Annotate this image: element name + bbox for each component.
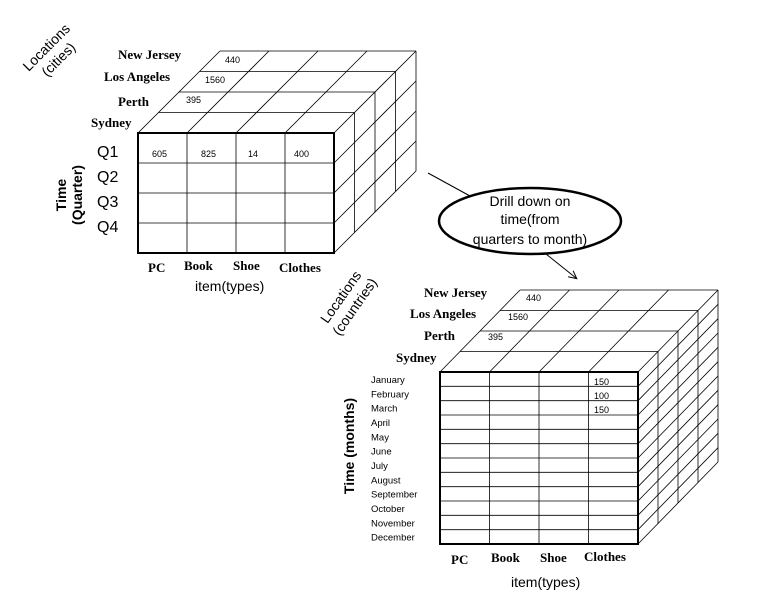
side-depth-line — [637, 433, 719, 516]
cube1-item-axis-label: item(types) — [195, 278, 264, 294]
cube-months-side-face — [637, 290, 719, 545]
drill-down-text: Drill down on — [490, 193, 571, 209]
month-label: May — [371, 432, 389, 443]
top-depth-line — [588, 289, 669, 373]
month-label: January — [371, 375, 405, 386]
cube1-item-label: Clothes — [279, 260, 321, 275]
side-depth-line — [637, 404, 719, 487]
top-depth-line — [439, 289, 521, 373]
side-depth-line — [637, 418, 719, 502]
cube1-location-value: 1560 — [205, 75, 225, 85]
cube1-location-axis-label: Locations (cities) — [19, 20, 78, 79]
side-depth-line — [637, 375, 719, 459]
side-depth-line — [333, 110, 417, 194]
drill-down-ellipse — [437, 186, 623, 256]
month-label: July — [371, 461, 388, 472]
month-label: December — [371, 533, 415, 544]
cube2-item-label: Clothes — [584, 549, 626, 564]
cube1-item-label: Shoe — [233, 258, 260, 273]
cube2-location-value: 1560 — [508, 312, 528, 322]
side-depth-line — [333, 170, 417, 254]
month-label: October — [371, 504, 405, 515]
cube1-location-label: Los Angeles — [104, 69, 170, 84]
cube2-item-label: Book — [491, 550, 521, 565]
front-face-border — [137, 132, 335, 254]
side-depth-line — [333, 140, 417, 224]
connector-line — [427, 172, 471, 197]
cube2-time-axis-label: Time (months) — [341, 398, 357, 494]
cube2-clothes-value: 100 — [594, 391, 609, 401]
cube1-location-label: Perth — [118, 94, 150, 109]
countries-axis-label: Locations (countries) — [317, 268, 380, 339]
cube2-clothes-value: 150 — [594, 405, 609, 415]
cube-quarters-front-face — [137, 132, 335, 254]
top-depth-line — [137, 50, 221, 134]
month-label: June — [371, 447, 392, 458]
drill-down-arrow — [545, 253, 576, 278]
side-depth-line — [637, 332, 719, 416]
front-face-border — [439, 371, 639, 545]
svg-text:Time: Time — [53, 179, 69, 212]
cube2-location-label: Los Angeles — [410, 306, 476, 321]
svg-text:(Quarter): (Quarter) — [69, 165, 85, 225]
month-labels: JanuaryFebruaryMarchAprilMayJuneJulyAugu… — [371, 375, 417, 544]
cube2-location-value: 440 — [526, 293, 541, 303]
drill-down-text: quarters to month) — [473, 231, 587, 247]
top-depth-line — [489, 289, 570, 373]
month-label: November — [371, 518, 415, 529]
cube1-q1-value: 605 — [152, 149, 167, 159]
cube2-location-value: 395 — [488, 332, 503, 342]
cube1-item-label: Book — [184, 258, 214, 273]
side-depth-line — [637, 461, 719, 545]
cube1-time-axis-label: Time (Quarter) — [53, 165, 85, 225]
top-depth-line — [235, 50, 319, 134]
quarter-label: Q4 — [97, 219, 118, 236]
side-depth-line — [637, 361, 719, 444]
month-label: March — [371, 404, 397, 415]
cube1-q1-value: 825 — [201, 149, 216, 159]
quarter-label: Q2 — [97, 169, 118, 186]
month-label: September — [371, 490, 417, 501]
cube-quarters-top-face — [137, 50, 417, 134]
cube1-location-value: 395 — [186, 95, 201, 105]
side-depth-line — [637, 304, 719, 387]
side-depth-line — [637, 390, 719, 473]
drill-down-text: time(from — [500, 211, 559, 227]
cube2-item-label: Shoe — [540, 550, 567, 565]
quarter-label: Q1 — [97, 144, 118, 161]
cube1-item-label: PC — [148, 260, 165, 275]
cube2-location-label: Perth — [424, 328, 456, 343]
cube2-location-label: Sydney — [396, 350, 437, 365]
cube2-clothes-value: 150 — [594, 377, 609, 387]
month-label: April — [371, 418, 390, 429]
month-label: August — [371, 475, 401, 486]
cube1-location-value: 440 — [225, 55, 240, 65]
cube1-location-label: New Jersey — [118, 47, 182, 62]
cube2-item-axis-label: item(types) — [511, 574, 580, 590]
top-depth-line — [284, 50, 368, 134]
cube1-q1-value: 14 — [248, 149, 258, 159]
top-depth-line — [186, 50, 270, 134]
quarter-label: Q3 — [97, 194, 118, 211]
cube1-location-label: Sydney — [91, 115, 132, 130]
drill-down-bubble: Drill down on time(from quarters to mont… — [437, 186, 623, 256]
side-depth-line — [637, 318, 719, 401]
top-depth-line — [538, 289, 620, 373]
cube-quarters: New Jersey Los Angeles Perth Sydney 440 … — [19, 20, 417, 294]
side-depth-line — [333, 80, 417, 164]
side-depth-line — [637, 347, 719, 430]
cube-months-top-face — [439, 289, 719, 373]
cube-months: New Jersey Los Angeles Perth Sydney 440 … — [341, 285, 719, 590]
month-label: February — [371, 389, 409, 400]
side-depth-line — [637, 447, 719, 530]
cube2-location-label: New Jersey — [424, 285, 488, 300]
cube1-q1-value: 400 — [294, 149, 309, 159]
cube-months-front-face — [439, 371, 639, 545]
cube-quarters-side-face — [333, 51, 417, 254]
cube2-item-label: PC — [451, 552, 468, 567]
